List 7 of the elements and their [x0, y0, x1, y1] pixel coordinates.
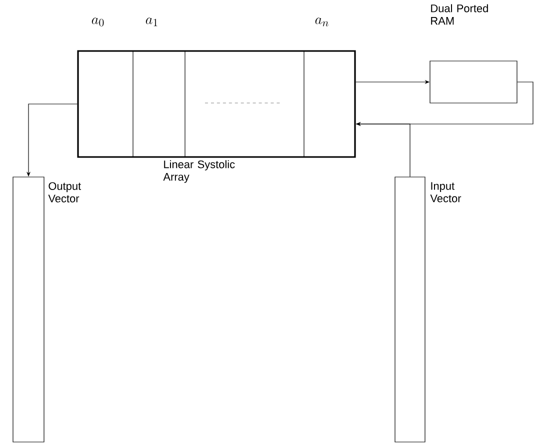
block-label: Dual Ported RAM	[431, 4, 488, 25]
cell-index: $a_1$	[146, 18, 158, 26]
cell-index: $a_n$	[315, 18, 328, 26]
block-label: Linear Systolic Array	[163, 160, 235, 183]
block-label: Output Vector	[48, 182, 82, 202]
cell-index: $a_0$	[92, 18, 104, 26]
block-label: Input Vector	[430, 182, 462, 202]
